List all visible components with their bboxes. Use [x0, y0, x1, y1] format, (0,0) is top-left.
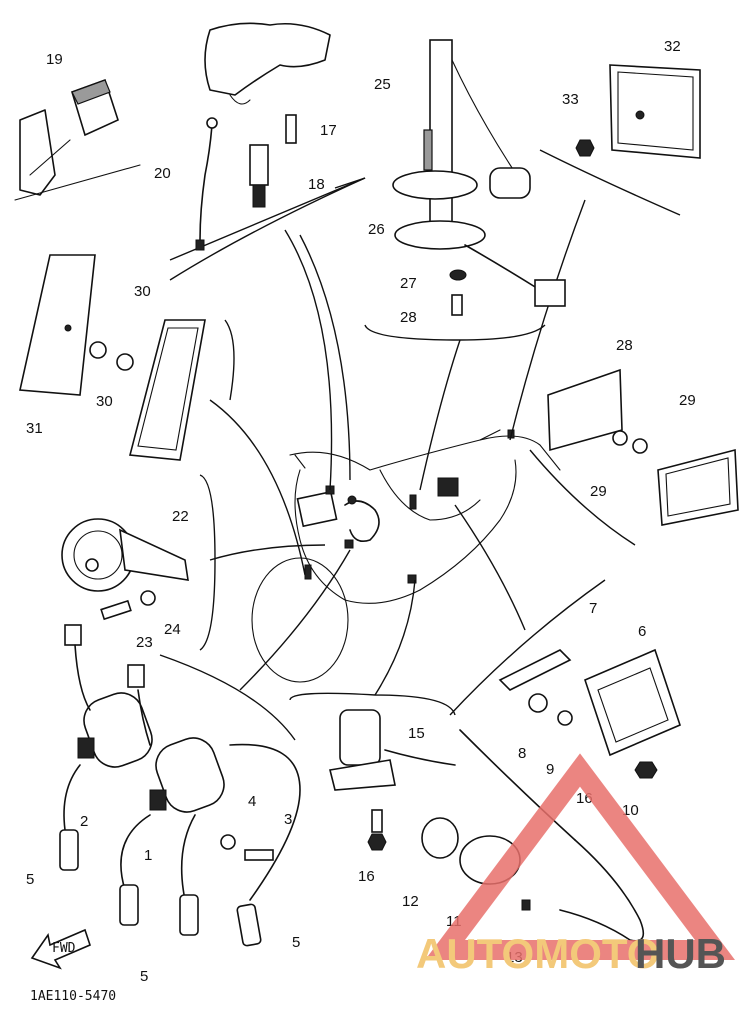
frame-outline: [251, 429, 561, 683]
fuel-sender-24-27: [392, 39, 566, 316]
watermark-text-part1: AUTOMOTO: [416, 930, 659, 977]
callout-29: 29: [590, 483, 607, 500]
drawing-code: 1AE110-5470: [30, 989, 116, 1004]
watermark-triangle-icon: [425, 753, 735, 960]
callout-3: 3: [284, 811, 292, 828]
callout-32: 32: [664, 38, 681, 55]
rectifier-6-10: [498, 648, 681, 779]
callout-21: 22: [172, 508, 189, 525]
callout-26: 27: [400, 275, 417, 292]
callout-5-c: 5: [292, 934, 300, 951]
callout-5-a: 5: [26, 871, 34, 888]
callout-31: 30: [96, 393, 113, 410]
callout-10: 10: [622, 802, 639, 819]
switch-parts-17-18-19: [195, 22, 331, 251]
callout-22: 23: [136, 634, 153, 651]
callout-18: 18: [308, 176, 325, 193]
callout-28-b: 29: [679, 392, 696, 409]
callout-33: 33: [562, 91, 579, 108]
callout-2: 2: [80, 813, 88, 830]
callout-9: 9: [546, 761, 554, 778]
starter-relay-14-15: [329, 709, 456, 851]
callout-15: 16: [358, 868, 375, 885]
leader-lines: [159, 149, 681, 741]
callout-6: 6: [638, 623, 646, 640]
callout-28-a: 28: [616, 337, 633, 354]
callout-20: 19: [46, 51, 63, 68]
callout-labels: 19 17 20 18 25 26 27 28 32 33 30 31 30 2…: [26, 38, 696, 985]
callout-19: 20: [154, 165, 171, 182]
callout-12: 12: [402, 893, 419, 910]
side-reflectors-30-31: [19, 254, 206, 461]
callout-27: 28: [400, 309, 417, 326]
callout-4: 4: [248, 793, 256, 810]
relay-20: [14, 78, 141, 201]
callout-25: 26: [368, 221, 385, 238]
callout-5-b: 5: [140, 968, 148, 985]
ignition-coils-1-2-5: [59, 624, 301, 947]
watermark-logo: AUTOMOTO HUB: [416, 753, 735, 977]
callout-24: 25: [374, 76, 391, 93]
callout-14: 15: [408, 725, 425, 742]
tail-light-32-33: [575, 64, 701, 159]
callout-17: 17: [320, 122, 337, 139]
callout-30-a: 30: [134, 283, 151, 300]
fwd-arrow-icon: FWD: [30, 928, 91, 970]
rear-reflectors-28-29: [547, 368, 739, 526]
callout-7: 7: [589, 600, 597, 617]
horn-21-22-23: [61, 518, 189, 621]
callout-30-b: 31: [26, 420, 43, 437]
callout-1: 1: [144, 847, 152, 864]
callout-23: 24: [164, 621, 181, 638]
watermark-text-part2: HUB: [635, 930, 726, 977]
callout-8: 8: [518, 745, 526, 762]
fwd-label: FWD: [52, 941, 76, 956]
